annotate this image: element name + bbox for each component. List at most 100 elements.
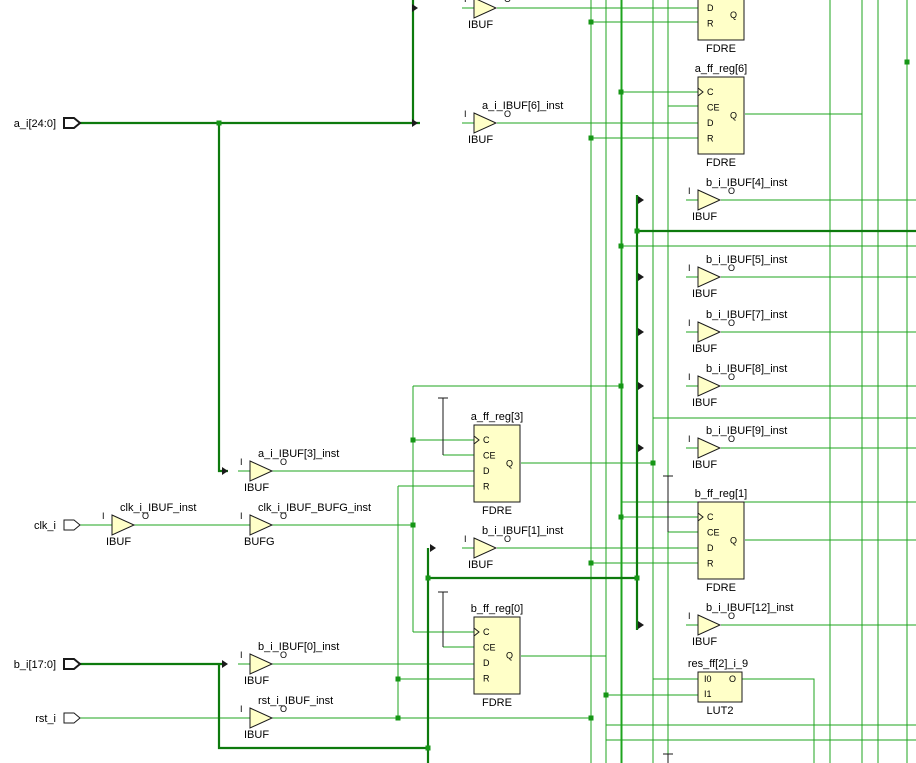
buffer-pin-out: O — [280, 511, 287, 521]
register-pin-c: C — [707, 87, 714, 97]
port-b_i[interactable]: b_i[17:0] — [14, 658, 82, 671]
register-body[interactable] — [697, 501, 745, 580]
buffer-triangle-icon[interactable] — [249, 707, 274, 729]
buffer-triangle-icon[interactable] — [249, 514, 274, 536]
buffer-pin-in: I — [240, 511, 243, 521]
buffer-triangle-icon[interactable] — [697, 189, 722, 211]
buffer-pin-in: I — [464, 0, 467, 4]
net-junction — [588, 135, 594, 141]
buffer-instance-name: b_i_IBUF[5]_inst — [706, 254, 787, 266]
register-pin-q: Q — [730, 111, 737, 121]
net-junction — [395, 676, 401, 682]
register-pin-d: D — [707, 543, 714, 553]
register-type: FDRE — [706, 157, 736, 169]
buffer-triangle-icon[interactable] — [697, 321, 722, 343]
buffer-triangle-icon[interactable] — [473, 0, 498, 19]
port-a_i[interactable]: a_i[24:0] — [14, 117, 82, 130]
net-wires — [80, 0, 916, 763]
port-shape[interactable] — [63, 658, 82, 670]
net-junction — [425, 745, 431, 751]
buffer-pin-out: O — [280, 457, 287, 467]
register-body[interactable] — [473, 424, 521, 503]
buffer-triangle-icon[interactable] — [697, 266, 722, 288]
buffer-pin-out: O — [728, 434, 735, 444]
port-rst_i[interactable]: rst_i — [35, 712, 81, 725]
register-pin-d: D — [707, 118, 714, 128]
port-shape[interactable] — [63, 519, 81, 531]
buffer-type: IBUF — [468, 559, 493, 571]
port-clk_i[interactable]: clk_i — [34, 519, 81, 532]
port-shape[interactable] — [63, 712, 81, 724]
buffer-instance-name: b_i_IBUF[0]_inst — [258, 641, 339, 653]
net — [667, 0, 700, 107]
register-pin-c: C — [483, 435, 490, 445]
net — [521, 655, 916, 741]
bus-ripper-arrow — [222, 467, 228, 475]
register-instance-name: b_ff_reg[0] — [471, 603, 523, 615]
register-instance-name: a_ff_reg[6] — [695, 63, 747, 75]
top-level-ports: a_i[24:0] clk_i b_i[17:0] rst_i — [14, 117, 82, 725]
register-pin-q: Q — [730, 10, 737, 20]
bus-ripper-arrow — [638, 382, 644, 390]
buffer-triangle-icon[interactable] — [473, 537, 498, 559]
register-body[interactable] — [697, 0, 745, 41]
buffer-type: IBUF — [244, 729, 269, 741]
buffer-triangle-icon[interactable] — [249, 460, 274, 482]
buffer-pin-out: O — [504, 109, 511, 119]
buffer-triangle-icon[interactable] — [697, 614, 722, 636]
lut-body[interactable] — [697, 671, 743, 703]
bus-net — [217, 123, 228, 473]
buffer-a_buf_top[interactable]: IOIBUF — [462, 0, 511, 31]
buffer-triangle-icon[interactable] — [249, 653, 274, 675]
bus-ripper-arrow — [412, 119, 418, 127]
clock-pin-icon — [473, 435, 480, 445]
net-junctions — [216, 4, 910, 751]
buffer-instance-name: b_i_IBUF[1]_inst — [482, 525, 563, 537]
register-body[interactable] — [473, 616, 521, 695]
buffer-instance-name: b_i_IBUF[9]_inst — [706, 425, 787, 437]
buffer-type: IBUF — [244, 482, 269, 494]
buffer-triangle-icon[interactable] — [473, 112, 498, 134]
register-pin-q: Q — [730, 536, 737, 546]
buffer-pin-in: I — [688, 186, 691, 196]
buffer-type: IBUF — [244, 675, 269, 687]
buffer-triangle-icon[interactable] — [697, 437, 722, 459]
buffer-instance-name: rst_i_IBUF_inst — [258, 695, 333, 707]
buffer-triangle-icon[interactable] — [111, 514, 136, 536]
buffer-triangle-icon[interactable] — [697, 375, 722, 397]
bus-net — [217, 664, 428, 750]
register-body[interactable] — [697, 76, 745, 155]
tie-offs — [438, 397, 673, 763]
buffer-type: IBUF — [692, 211, 717, 223]
buffer-instance-name: a_i_IBUF[6]_inst — [482, 100, 563, 112]
net-junction — [410, 437, 416, 443]
net-junction — [588, 560, 594, 566]
buffer-pin-in: I — [688, 263, 691, 273]
lut-instance-name: res_ff[2]_i_9 — [688, 658, 748, 670]
register-instance-name: b_ff_reg[1] — [695, 488, 747, 500]
net-junction — [588, 715, 594, 721]
buffer-pin-in: I — [464, 109, 467, 119]
port-shape[interactable] — [63, 117, 82, 129]
buffer-instance-name: b_i_IBUF[7]_inst — [706, 309, 787, 321]
